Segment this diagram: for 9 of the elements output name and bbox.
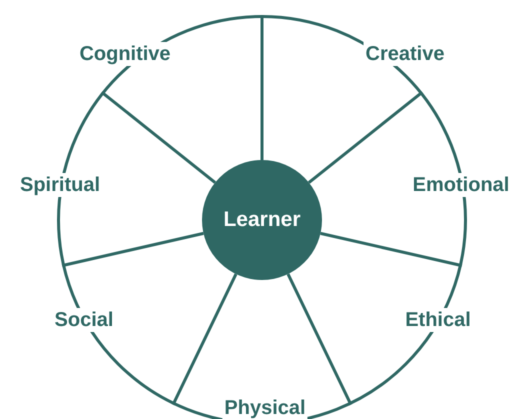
spoke-line	[260, 15, 264, 160]
dimension-label: Spiritual	[18, 173, 102, 197]
node-label: Learner	[223, 208, 301, 232]
spoke-line	[100, 91, 216, 184]
spoke-line	[286, 273, 352, 406]
dimension-label: Creative	[364, 42, 446, 66]
dimension-label: Cognitive	[77, 42, 173, 66]
spoke-line	[172, 273, 238, 406]
spoke-line	[308, 91, 424, 184]
